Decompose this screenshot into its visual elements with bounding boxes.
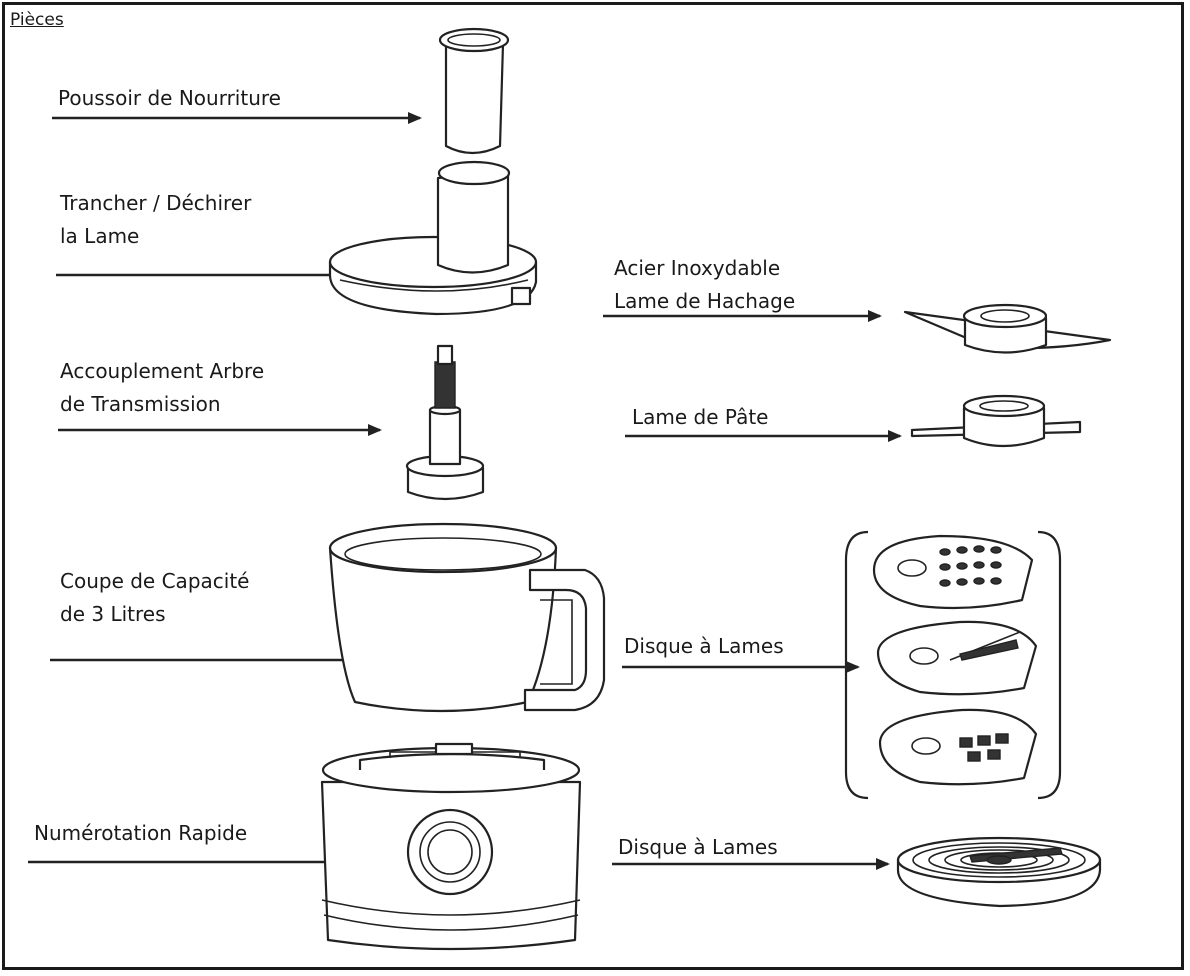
label-steel-line2: Lame de Hachage [614,289,796,313]
label-slice-shred-line1: Trancher / Déchirer [60,191,252,215]
dough-blade-illustration [910,394,1082,448]
label-disc-blades-2: Disque à Lames [618,835,778,859]
label-food-pusher: Poussoir de Nourriture [58,86,281,110]
coupling-shaft-illustration [405,344,485,501]
spiral-disc-illustration [896,836,1102,908]
disc-blades-group-illustration [844,530,1062,800]
label-bowl-line1: Coupe de Capacité [60,569,250,593]
food-pusher-illustration [438,27,510,155]
motor-base-illustration [320,742,582,951]
label-coupling-line1: Accouplement Arbre [60,359,265,383]
page-title: Pièces [10,10,64,30]
label-speed-dial: Numérotation Rapide [34,821,248,845]
slicing-disc [876,620,1038,696]
grater-disc [872,534,1034,610]
label-dough-blade: Lame de Pâte [632,405,769,429]
shredding-disc [878,708,1038,786]
label-coupling-line2: de Transmission [60,392,221,416]
label-steel-line1: Acier Inoxydable [614,256,781,280]
label-slice-shred-line2: la Lame [60,224,140,248]
label-disc-blades-1: Disque à Lames [624,634,784,658]
bowl-illustration [328,522,606,713]
label-bowl-line2: de 3 Litres [60,602,166,626]
lid-illustration [328,160,538,316]
steel-blade-illustration [903,303,1112,354]
